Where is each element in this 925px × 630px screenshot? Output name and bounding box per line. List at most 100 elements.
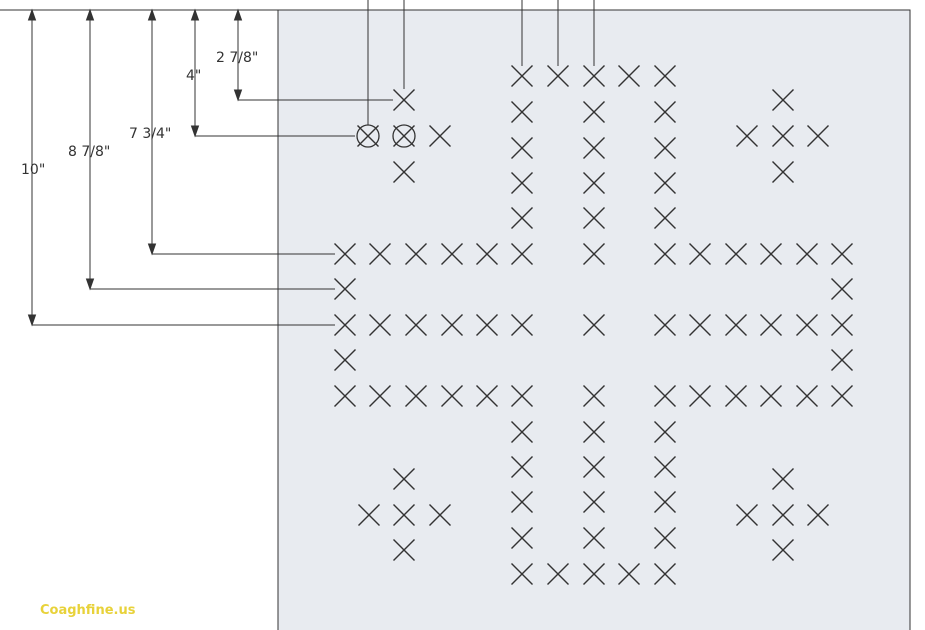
x-mark [393,468,415,490]
x-mark [689,385,711,407]
x-mark [725,314,747,336]
x-mark [796,243,818,265]
x-mark [358,504,380,526]
x-mark [429,504,451,526]
x-mark [405,314,427,336]
x-mark [357,125,379,147]
x-mark [583,207,605,229]
x-mark [583,172,605,194]
x-mark [618,65,640,87]
x-mark [511,385,533,407]
dimension-label-2-7-8: 2 7/8" [216,50,258,66]
dimension-label-7-3-4: 7 3/4" [129,126,171,142]
x-mark [831,314,853,336]
x-mark [831,278,853,300]
x-mark [654,527,676,549]
x-mark [334,385,356,407]
x-mark [654,456,676,478]
x-mark [796,385,818,407]
hole-circle [356,124,380,148]
x-mark [654,137,676,159]
x-mark [393,539,415,561]
x-mark [654,314,676,336]
x-mark [807,125,829,147]
x-mark [511,137,533,159]
x-mark [405,385,427,407]
x-mark [369,243,391,265]
hole-markers [356,124,416,148]
x-mark [393,161,415,183]
x-mark [618,563,640,585]
x-mark [760,314,782,336]
x-mark [583,456,605,478]
x-mark [831,385,853,407]
x-mark [583,65,605,87]
x-mark [511,491,533,513]
x-mark [772,125,794,147]
x-mark [334,349,356,371]
x-mark [511,65,533,87]
x-mark [583,314,605,336]
x-mark [511,563,533,585]
x-mark [511,172,533,194]
x-mark [476,243,498,265]
dimension-lines [0,0,595,327]
x-mark [807,504,829,526]
x-mark [334,243,356,265]
x-mark [831,349,853,371]
x-mark [393,504,415,526]
board-panel [277,9,911,630]
x-mark [476,314,498,336]
x-mark [689,314,711,336]
x-mark [654,207,676,229]
x-mark [511,527,533,549]
x-mark [654,101,676,123]
x-mark [583,385,605,407]
x-mark [476,385,498,407]
x-mark [772,539,794,561]
x-mark [725,385,747,407]
x-mark [441,243,463,265]
x-mark [760,243,782,265]
x-mark [654,421,676,443]
x-mark [654,243,676,265]
x-mark [429,125,451,147]
x-mark [334,314,356,336]
x-mark [772,161,794,183]
x-mark [736,504,758,526]
x-mark [369,385,391,407]
x-mark [393,89,415,111]
hole-circle [392,124,416,148]
x-mark [654,385,676,407]
x-mark [689,243,711,265]
x-mark [736,125,758,147]
x-mark [583,243,605,265]
x-mark [583,421,605,443]
x-marks [334,65,853,585]
x-mark [511,207,533,229]
x-mark [654,65,676,87]
x-mark [334,278,356,300]
x-mark [511,456,533,478]
x-mark [583,491,605,513]
x-mark [654,491,676,513]
dimension-label-10: 10" [21,162,45,178]
x-mark [772,468,794,490]
x-mark [441,314,463,336]
x-mark [369,314,391,336]
x-mark [583,527,605,549]
x-mark [831,243,853,265]
x-mark [441,385,463,407]
x-mark [547,65,569,87]
dimension-label-4: 4" [186,68,201,84]
x-mark [547,563,569,585]
x-mark [511,421,533,443]
x-mark [725,243,747,265]
x-mark [654,563,676,585]
x-mark [760,385,782,407]
x-mark [511,101,533,123]
x-mark [511,243,533,265]
x-mark [583,563,605,585]
